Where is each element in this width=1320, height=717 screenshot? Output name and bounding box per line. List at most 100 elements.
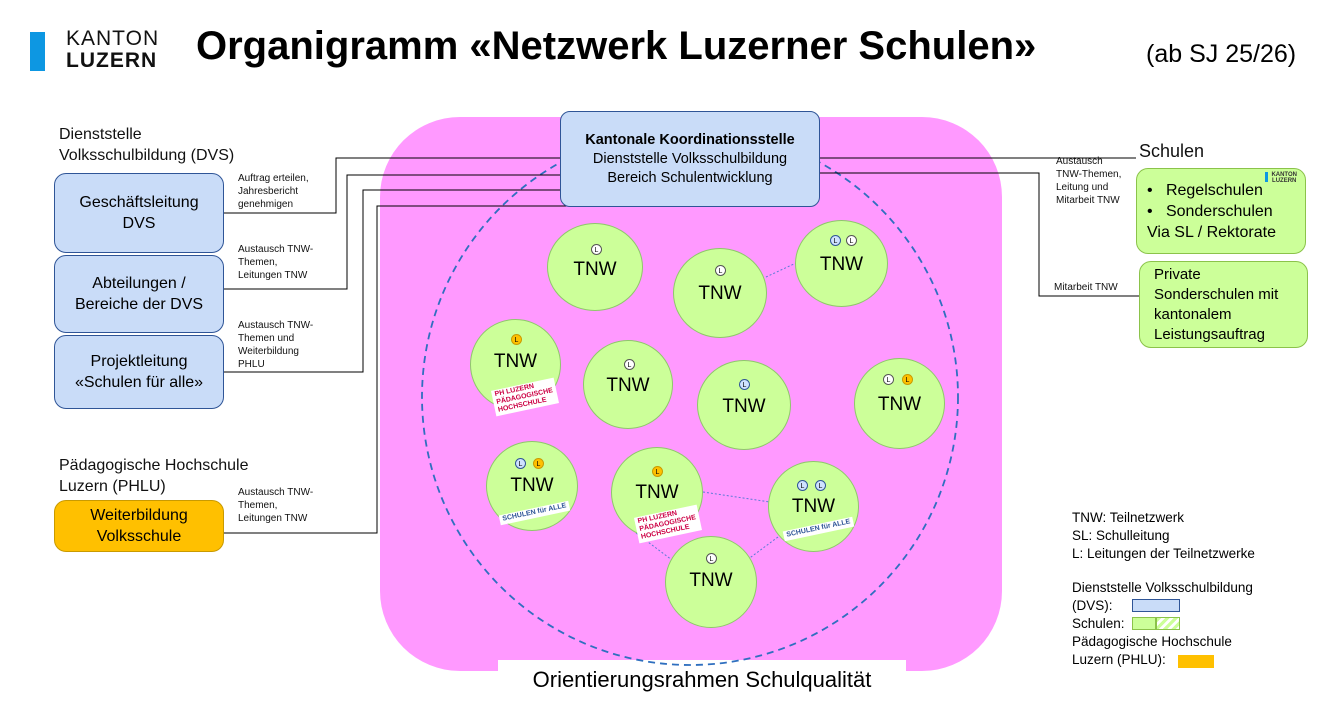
- tnw-label: TNW: [573, 259, 617, 280]
- page-title: Organigramm «Netzwerk Luzerner Schulen»: [196, 24, 1037, 68]
- dvs-label-line-2: Volksschulbildung (DVS): [59, 147, 235, 164]
- tnw-node-7: L L TNW: [854, 358, 945, 449]
- kanton-logo: KANTON LUZERN: [66, 28, 159, 72]
- connector-label-3-line: Austausch TNW-: [238, 320, 314, 331]
- legend-l: L: Leitungen der Teilnetzwerke: [1072, 546, 1255, 561]
- schulen-fuer-alle-stamp: SCHULEN für ALLE: [498, 500, 571, 526]
- box3-line-1: Projektleitung: [90, 353, 188, 370]
- bullet-regelschulen: • Regelschulen: [1147, 181, 1263, 199]
- legend-tnw: TNW: Teilnetzwerk: [1072, 510, 1185, 525]
- connector-label-1: Auftrag erteilen, Jahresbericht genehmig…: [238, 172, 309, 211]
- connector-label-2-line: Themen,: [238, 257, 278, 268]
- dvs-section-label: Dienststelle Volksschulbildung (DVS): [59, 124, 234, 166]
- tnw-label: TNW: [493, 351, 538, 372]
- legend-swatch-dvs: [1132, 599, 1180, 612]
- schulen-content: • Regelschulen • Sonderschulen Via SL / …: [1147, 180, 1276, 243]
- tnw-label: TNW: [722, 396, 766, 417]
- leitung-badge-yellow: L: [902, 374, 913, 385]
- box1-line-1: Geschäftsleitung: [79, 194, 199, 211]
- leitung-badge-yellow: L: [533, 458, 544, 469]
- private-content: Private Sonderschulen mit kantonalem Lei…: [1154, 265, 1278, 345]
- legend-sl: SL: Schulleitung: [1072, 528, 1170, 543]
- phlu-section-label: Pädagogische Hochschule Luzern (PHLU): [59, 455, 248, 497]
- logo-line-2: LUZERN: [66, 49, 158, 72]
- private-line: Private: [1154, 265, 1201, 283]
- schulen-label: Schulen: [1139, 141, 1205, 161]
- connector-label-3-line: Weiterbildung: [238, 346, 299, 357]
- tnw-node-10: L L TNW SCHULEN für ALLE: [768, 461, 859, 552]
- connector-line-4: [224, 205, 575, 534]
- tnw-link-4: [746, 536, 779, 561]
- mini-logo-bar: [1264, 172, 1268, 182]
- tnw-label: TNW: [510, 475, 554, 496]
- connector-label-2-line: Leitungen TNW: [238, 270, 308, 281]
- tnw-label: TNW: [819, 254, 864, 275]
- connector-line-3: [224, 189, 560, 373]
- page-subtitle: (ab SJ 25/26): [1146, 40, 1297, 68]
- legend-phlu-line-1: Pädagogische Hochschule: [1072, 634, 1232, 649]
- tnw-link-2: [702, 491, 771, 503]
- box4-line-2: Volksschule: [96, 528, 182, 545]
- legend-dvs-line-2: (DVS):: [1072, 598, 1113, 613]
- connector-line-2: [224, 174, 560, 290]
- legend-gap: [1072, 563, 1255, 579]
- connector-label-3-line: Themen und: [238, 333, 295, 344]
- via-sl: Via SL / Rektorate: [1147, 223, 1276, 241]
- leitung-badge-blue: L: [739, 379, 750, 390]
- connector-label-5-line: Austausch: [1056, 156, 1103, 167]
- connector-label-4-line: Leitungen TNW: [238, 513, 308, 524]
- phlu-label-line-2: Luzern (PHLU): [59, 478, 166, 495]
- private-line: Leistungsauftrag: [1154, 325, 1265, 343]
- leitung-badge-blue: L: [797, 480, 808, 491]
- tnw-link-3: [635, 532, 673, 561]
- connector-label-3: Austausch TNW- Themen und Weiterbildung …: [238, 319, 313, 371]
- tnw-node-2: L TNW: [673, 248, 767, 338]
- connector-label-2-line: Austausch TNW-: [238, 244, 314, 255]
- connector-label-5-line: TNW-Themen,: [1056, 169, 1122, 180]
- tnw-node-3: L L TNW: [795, 220, 888, 307]
- leitung-badge: L: [706, 553, 717, 564]
- tnw-node-8: L L TNW SCHULEN für ALLE: [486, 441, 578, 531]
- tnw-node-5: L TNW: [583, 340, 673, 429]
- box4-line-1: Weiterbildung: [90, 507, 188, 524]
- bullet-1-text: Regelschulen: [1165, 181, 1263, 199]
- tnw-label: TNW: [698, 283, 742, 304]
- koordinationsstelle-box: Kantonale Koordinationsstelle Dienststel…: [560, 111, 820, 207]
- abteilungen-box: Abteilungen /Bereiche der DVS: [54, 255, 224, 333]
- leitung-badge-yellow: L: [652, 466, 663, 477]
- connector-label-6: Mitarbeit TNW: [1054, 282, 1118, 293]
- connector-label-5-line: Leitung und: [1056, 182, 1109, 193]
- tnw-label: TNW: [606, 375, 650, 396]
- tnw-label: TNW: [689, 570, 733, 591]
- leitung-badge: L: [715, 265, 726, 276]
- box3-line-2: «Schulen für alle»: [74, 374, 204, 391]
- tnw-node-1: L TNW: [547, 223, 643, 311]
- leitung-badge-blue: L: [515, 458, 526, 469]
- phlu-label-line-1: Pädagogische Hochschule: [59, 457, 249, 474]
- connector-label-3-line: PHLU: [238, 359, 265, 370]
- legend-swatch-phlu: [1178, 655, 1214, 668]
- tnw-label: TNW: [635, 482, 679, 503]
- leitung-badge: L: [846, 235, 857, 246]
- koord-title: Kantonale Koordinationsstelle: [585, 131, 795, 148]
- connector-label-2: Austausch TNW- Themen, Leitungen TNW: [238, 243, 313, 282]
- tnw-node-11: L TNW: [665, 536, 757, 628]
- leitung-badge: L: [883, 374, 894, 385]
- connector-label-4-line: Austausch TNW-: [238, 487, 314, 498]
- leitung-badge: L: [624, 359, 635, 370]
- connector-label-4-line: Themen,: [238, 500, 278, 511]
- connector-label-1-line: genehmigen: [238, 199, 294, 210]
- bullet-sonderschulen: • Sonderschulen: [1147, 202, 1273, 220]
- private-line: kantonalem: [1154, 305, 1232, 323]
- orientation-frame-label: Orientierungsrahmen Schulqualität: [498, 660, 906, 700]
- logo-line-1: KANTON: [66, 27, 160, 50]
- legend: TNW: Teilnetzwerk SL: Schulleitung L: Le…: [1072, 509, 1255, 669]
- legend-dvs-line-1: Dienststelle Volksschulbildung: [1072, 580, 1253, 595]
- mini-logo-line-1: KANTON: [1271, 172, 1297, 178]
- schulen-fuer-alle-stamp: SCHULEN für ALLE: [782, 516, 855, 542]
